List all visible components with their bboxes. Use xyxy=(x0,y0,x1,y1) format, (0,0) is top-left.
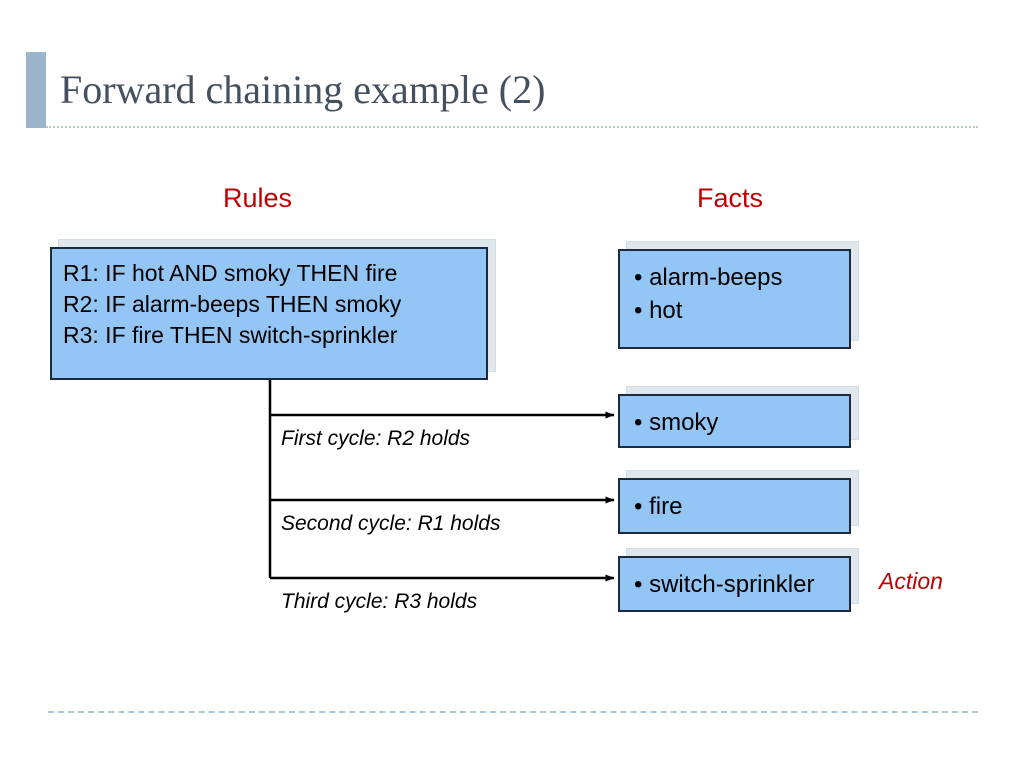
fact-box-fire: • fire xyxy=(618,470,859,534)
fact-line: • hot xyxy=(634,297,683,324)
cycle-caption-third: Third cycle: R3 holds xyxy=(281,590,478,613)
box-body: • fire xyxy=(618,478,851,534)
rule-line-1: R1: IF hot AND smoky THEN fire xyxy=(63,260,398,286)
rules-box: R1: IF hot AND smoky THEN fire R2: IF al… xyxy=(50,239,496,380)
header-divider xyxy=(46,126,978,128)
column-heading-rules: Rules xyxy=(223,183,293,213)
fact-line: • smoky xyxy=(634,409,719,436)
fact-line: • alarm-beeps xyxy=(634,264,783,291)
box-body: • switch-sprinkler xyxy=(618,556,851,612)
footer-divider xyxy=(48,711,978,713)
box-body: R1: IF hot AND smoky THEN fire R2: IF al… xyxy=(50,247,488,380)
box-body: • alarm-beeps • hot xyxy=(618,249,851,349)
fact-box-switch-sprinkler: • switch-sprinkler xyxy=(618,548,859,612)
fact-box-initial: • alarm-beeps • hot xyxy=(618,241,859,349)
title-accent-bar xyxy=(26,52,46,128)
rule-line-3: R3: IF fire THEN switch-sprinkler xyxy=(63,322,398,348)
box-body: • smoky xyxy=(618,394,851,448)
fact-box-smoky: • smoky xyxy=(618,386,859,448)
rule-line-2: R2: IF alarm-beeps THEN smoky xyxy=(63,291,402,317)
cycle-caption-first: First cycle: R2 holds xyxy=(281,427,471,450)
page-title: Forward chaining example (2) xyxy=(60,67,546,112)
cycle-caption-second: Second cycle: R1 holds xyxy=(281,512,501,535)
action-label: Action xyxy=(879,568,943,594)
fact-line: • fire xyxy=(634,493,683,520)
column-heading-facts: Facts xyxy=(697,183,764,213)
fact-line: • switch-sprinkler xyxy=(634,571,815,598)
